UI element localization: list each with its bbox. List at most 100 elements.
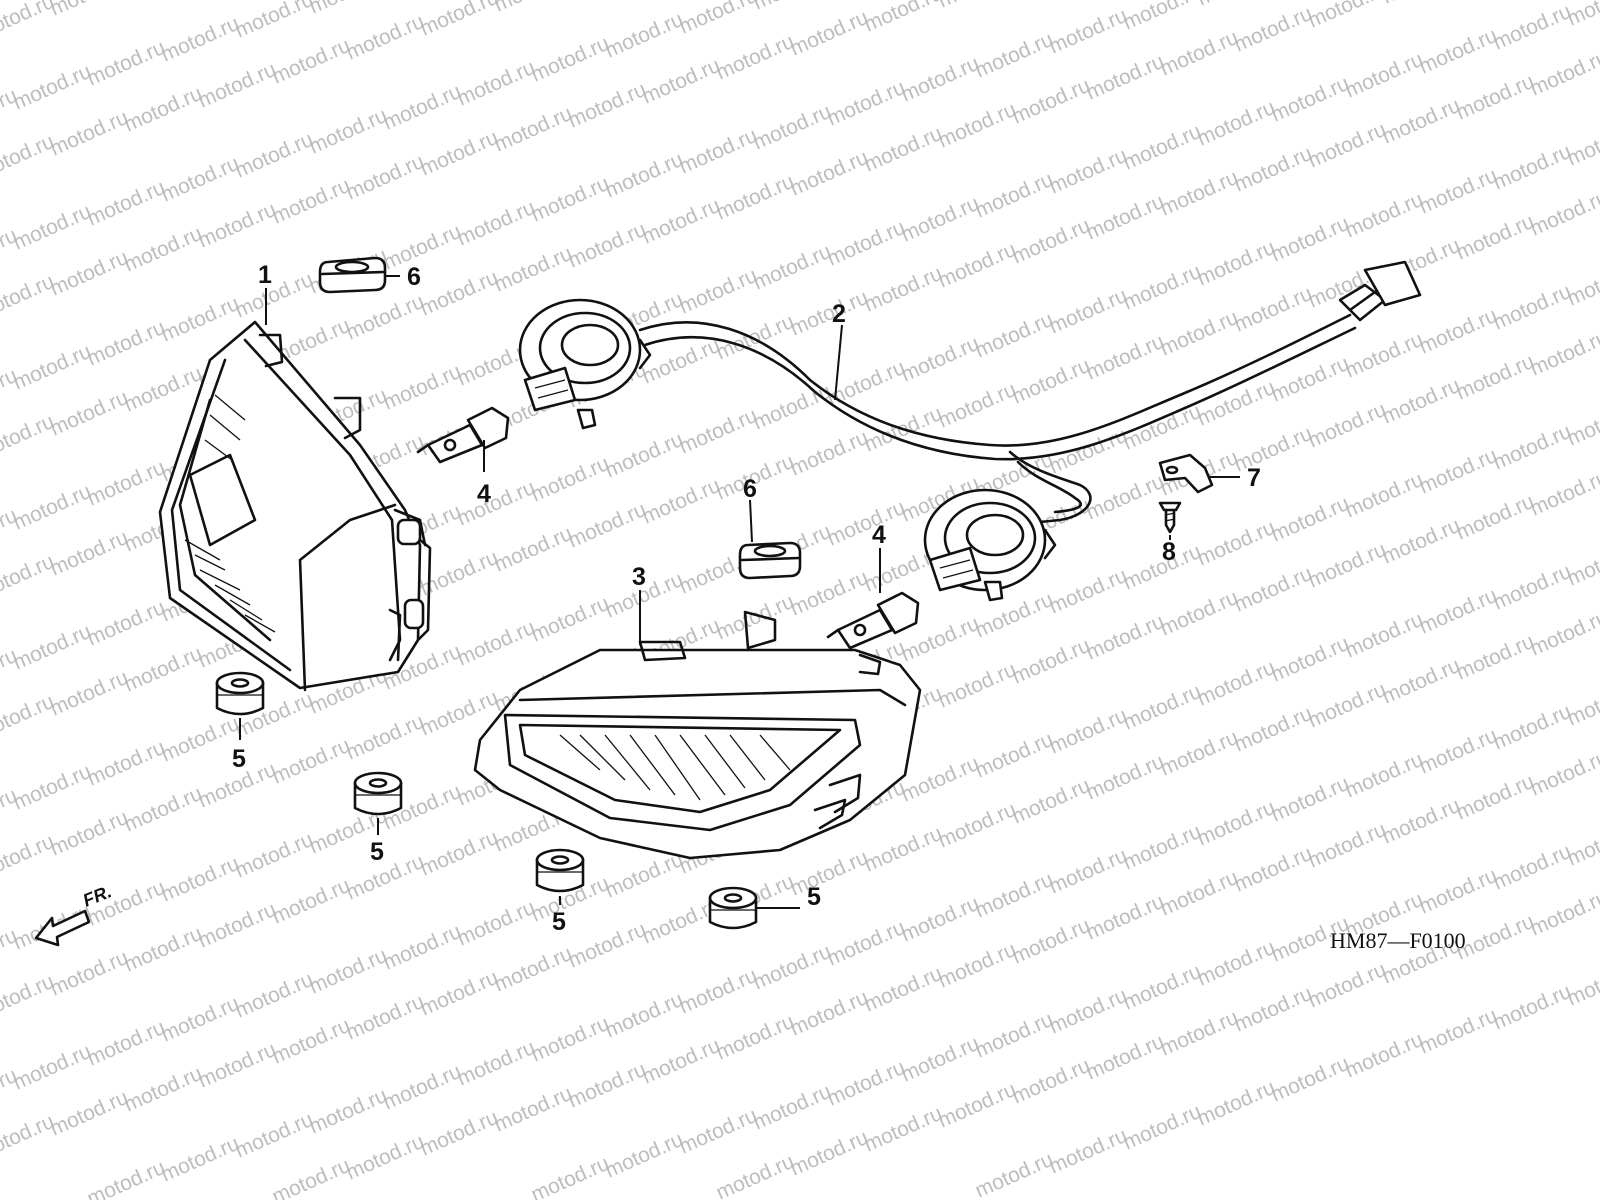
watermark-text: motod.ru xyxy=(1379,374,1464,429)
watermark-text: motod.ru xyxy=(1490,700,1575,755)
watermark-text: motod.ru xyxy=(1231,562,1316,617)
watermark-text: motod.ru xyxy=(343,10,428,65)
watermark-text: motod.ru xyxy=(676,964,761,1019)
watermark-text: motod.ru xyxy=(1527,186,1600,241)
watermark-text: motod.ru xyxy=(1009,914,1094,969)
mount-a xyxy=(215,671,265,716)
watermark-text: motod.ru xyxy=(935,798,1020,853)
watermark-text: motod.ru xyxy=(1379,654,1464,709)
watermark-text: motod.ru xyxy=(1268,632,1353,687)
watermark-text: motod.ru xyxy=(232,268,317,323)
watermark-text: motod.ru xyxy=(1490,840,1575,895)
watermark-text: motod.ru xyxy=(528,32,613,87)
watermark-text: motod.ru xyxy=(269,1154,354,1200)
watermark-text: motod.ru xyxy=(787,6,872,61)
watermark-text: motod.ru xyxy=(1120,820,1205,875)
watermark-text: motod.ru xyxy=(639,1034,724,1089)
watermark-text: motod.ru xyxy=(454,1036,539,1091)
watermark-text: motod.ru xyxy=(47,386,132,441)
watermark-text: motod.ru xyxy=(232,1108,317,1163)
leader-lines xyxy=(239,275,1240,909)
watermark-text: motod.ru xyxy=(602,1128,687,1183)
watermark-text: motod.ru xyxy=(565,498,650,553)
watermark-text: motod.ru xyxy=(1490,560,1575,615)
watermark-text: motod.ru xyxy=(1120,680,1205,735)
callout-6-lower: 6 xyxy=(743,475,757,503)
watermark-text: motod.ru xyxy=(1231,142,1316,197)
watermark-text: motod.ru xyxy=(10,200,95,255)
watermark-text: motod.ru xyxy=(713,590,798,645)
watermark-text: motod.ru xyxy=(1120,120,1205,175)
diagram-code: HM87—F0100 xyxy=(1330,928,1466,953)
watermark-text: motod.ru xyxy=(935,0,1020,13)
watermark-text: motod.ru xyxy=(1120,1100,1205,1155)
watermark-text: motod.ru xyxy=(47,666,132,721)
watermark-text: motod.ru xyxy=(750,240,835,295)
watermark-text: motod.ru xyxy=(1416,164,1501,219)
watermark-text: motod.ru xyxy=(417,1106,502,1161)
watermark-text: motod.ru xyxy=(1453,210,1538,265)
callout-3: 3 xyxy=(632,563,646,591)
watermark-text: motod.ru xyxy=(676,264,761,319)
watermark-text: motod.ru xyxy=(972,1008,1057,1063)
watermark-text: motod.ru xyxy=(824,1056,909,1111)
watermark-text: motod.ru xyxy=(602,8,687,63)
watermark-text: motod.ru xyxy=(1564,816,1600,871)
watermark-text: motod.ru xyxy=(10,620,95,675)
watermark-text: motod.ru xyxy=(898,892,983,947)
watermark-text: motod.ru xyxy=(750,100,835,155)
watermark-text: motod.ru xyxy=(1157,166,1242,221)
bulb-socket-lower xyxy=(923,488,1057,602)
watermark-text: motod.ru xyxy=(1305,678,1390,733)
watermark-text: motod.ru xyxy=(1379,514,1464,569)
watermark-text: motod.ru xyxy=(380,920,465,975)
watermark-text: motod.ru xyxy=(1046,4,1131,59)
watermark-text: motod.ru xyxy=(639,54,724,109)
watermark-text: motod.ru xyxy=(1305,118,1390,173)
watermark-text: motod.ru xyxy=(1342,328,1427,383)
watermark-text: motod.ru xyxy=(1083,470,1168,525)
watermark-text: motod.ru xyxy=(787,566,872,621)
watermark-text: motod.ru xyxy=(1416,864,1501,919)
watermark-text: motod.ru xyxy=(380,80,465,135)
watermark-text: motod.ru xyxy=(121,1062,206,1117)
watermark-text: motod.ru xyxy=(935,1078,1020,1133)
watermark-text: motod.ru xyxy=(972,868,1057,923)
watermark-text: motod.ru xyxy=(158,12,243,67)
watermark-text: motod.ru xyxy=(1194,96,1279,151)
watermark-text: motod.ru xyxy=(787,986,872,1041)
watermark-text: motod.ru xyxy=(343,150,428,205)
watermark-text: motod.ru xyxy=(1231,282,1316,337)
watermark-text: motod.ru xyxy=(1120,400,1205,455)
callout-4-upper: 4 xyxy=(477,480,491,508)
watermark-text: motod.ru xyxy=(1342,1028,1427,1083)
grommet-lower xyxy=(738,541,802,580)
watermark-text: motod.ru xyxy=(195,198,280,253)
watermark-text: motod.ru xyxy=(491,942,576,997)
mount-c xyxy=(535,848,585,893)
watermark-text: motod.ru xyxy=(1416,1004,1501,1059)
watermark-text: motod.ru xyxy=(898,752,983,807)
watermark-text: motod.ru xyxy=(1120,0,1205,35)
bulb-lower xyxy=(826,591,920,650)
watermark-text: motod.ru xyxy=(787,146,872,201)
watermark-text: motod.ru xyxy=(417,0,502,41)
watermark-text: motod.ru xyxy=(1157,866,1242,921)
watermark-text: motod.ru xyxy=(1342,608,1427,663)
watermark-text: motod.ru xyxy=(1046,704,1131,759)
watermark-text: motod.ru xyxy=(454,476,539,531)
watermark-text: motod.ru xyxy=(1305,958,1390,1013)
watermark-text: motod.ru xyxy=(10,340,95,395)
watermark-text: motod.ru xyxy=(1305,398,1390,453)
watermark-text: motod.ru xyxy=(454,56,539,111)
watermark-text: motod.ru xyxy=(1268,492,1353,547)
headlight-left xyxy=(158,320,432,692)
watermark-text: motod.ru xyxy=(84,176,169,231)
watermark-text: motod.ru xyxy=(676,124,761,179)
watermark-text: motod.ru xyxy=(1564,536,1600,591)
watermark-text: motod.ru xyxy=(787,426,872,481)
watermark-text: motod.ru xyxy=(1046,144,1131,199)
watermark-text: motod.ru xyxy=(47,0,132,21)
watermark-text: motod.ru xyxy=(1194,936,1279,991)
